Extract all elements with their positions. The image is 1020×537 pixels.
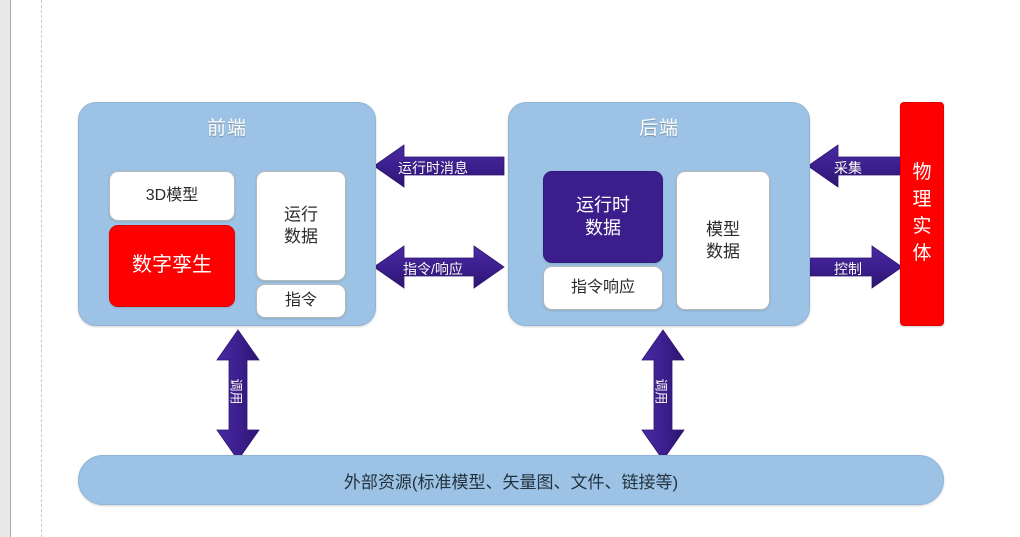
card-model-data[interactable]: 模型 数据 (676, 171, 770, 310)
margin-guide-line (41, 0, 42, 537)
physical-entity-block[interactable]: 物理实体 (900, 102, 944, 326)
card-runtime-data-backend-label-line2: 数据 (585, 218, 621, 238)
card-digital-twin-label: 数字孪生 (132, 254, 212, 277)
card-runtime-data-frontend[interactable]: 运行 数据 (256, 171, 346, 281)
card-runtime-data-frontend-label-line2: 数据 (284, 227, 318, 246)
card-runtime-data-backend-label-line1: 运行时 (576, 194, 630, 215)
page-edge-line (10, 0, 11, 537)
card-3d-model[interactable]: 3D模型 (109, 171, 235, 221)
card-command-frontend[interactable]: 指令 (256, 284, 346, 318)
document-gutter (0, 0, 10, 537)
card-runtime-data-frontend-label-line1: 运行 (284, 205, 318, 225)
external-resources-label: 外部资源(标准模型、矢量图、文件、链接等) (343, 472, 679, 492)
card-command-frontend-label: 指令 (284, 291, 317, 309)
external-resources-bar[interactable]: 外部资源(标准模型、矢量图、文件、链接等) (78, 455, 944, 505)
card-command-response-backend[interactable]: 指令响应 (543, 266, 663, 310)
card-runtime-data-backend[interactable]: 运行时 数据 (543, 171, 663, 263)
card-command-response-backend-label: 指令响应 (570, 278, 635, 296)
frontend-panel[interactable]: 前端 3D模型 数字孪生 运行 数据 指令 (78, 102, 376, 326)
card-digital-twin[interactable]: 数字孪生 (109, 225, 235, 307)
backend-panel-title: 后端 (638, 118, 679, 139)
card-model-data-label-line1: 模型 (706, 219, 740, 239)
arrow-command-response (373, 245, 505, 289)
physical-entity-label: 物理实体 (912, 162, 932, 264)
arrow-control (807, 245, 903, 289)
backend-panel[interactable]: 后端 运行时 数据 指令响应 模型 数据 (508, 102, 810, 326)
arrow-runtime-message (373, 144, 505, 188)
card-3d-model-label: 3D模型 (145, 186, 199, 204)
arrow-invoke-right (641, 329, 685, 461)
card-model-data-label-line2: 数据 (706, 241, 740, 261)
arrow-invoke-left (216, 329, 260, 461)
arrow-collect (807, 144, 903, 188)
frontend-panel-title: 前端 (206, 118, 247, 139)
